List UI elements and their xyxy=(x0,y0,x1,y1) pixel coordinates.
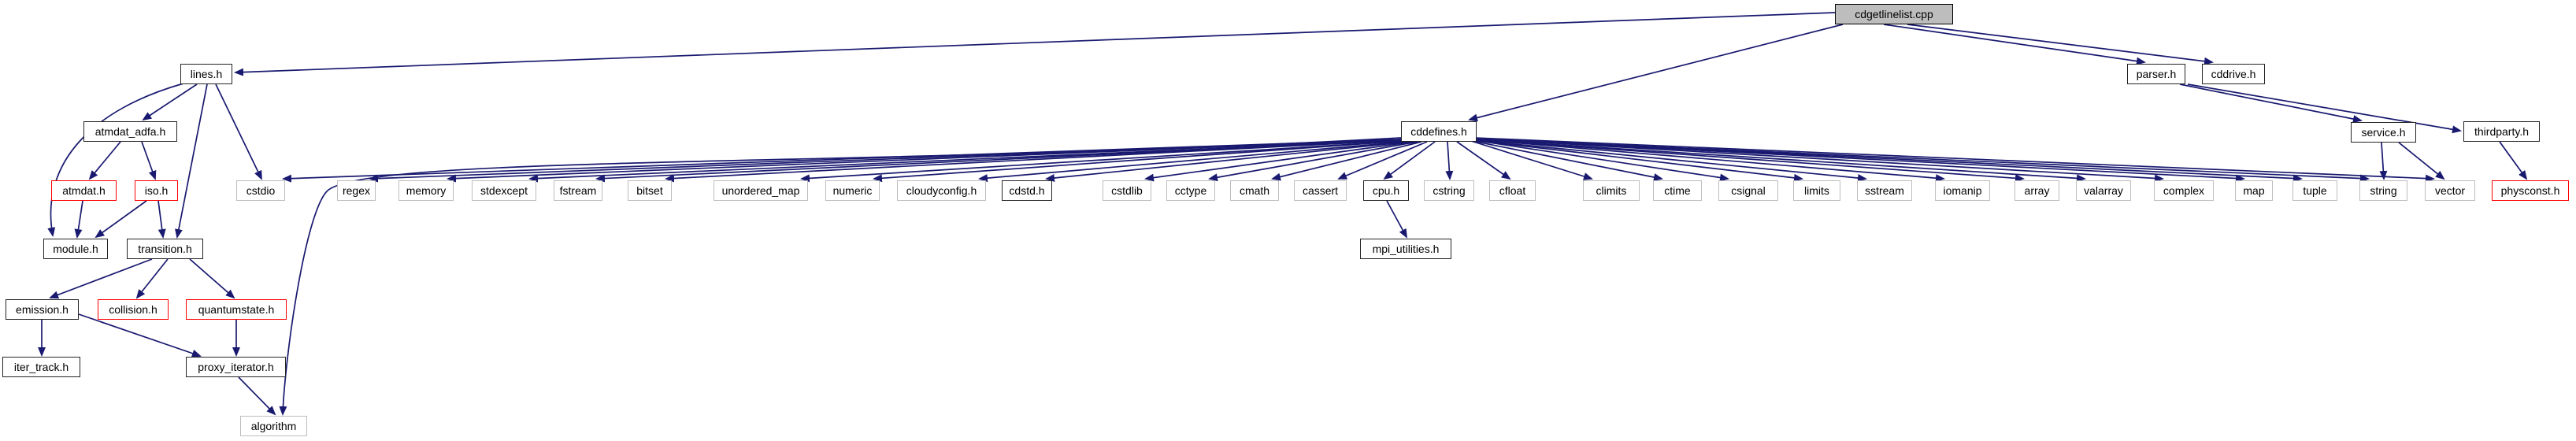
edge-cdgetlinelist-cpp-to-cddefines-h xyxy=(1468,24,1844,122)
graph-node-cctype[interactable]: cctype xyxy=(1166,180,1215,201)
graph-node-iso-h[interactable]: iso.h xyxy=(135,180,178,201)
edge-lines-h-to-transition-h xyxy=(175,83,208,239)
edge-service-h-to-string xyxy=(2379,142,2388,180)
edge-cddefines-h-to-valarray xyxy=(1473,139,2086,183)
edge-cddefines-h-to-limits xyxy=(1473,139,1803,182)
edge-cdgetlinelist-cpp-to-cddrive-h xyxy=(1907,24,2214,65)
graph-node-map[interactable]: map xyxy=(2235,180,2273,201)
graph-node-string[interactable]: string xyxy=(2359,180,2407,201)
edge-transition-h-to-quantumstate-h xyxy=(189,258,235,299)
edge-atmdat-h-to-module-h xyxy=(74,200,83,239)
graph-node-physconst-h[interactable]: physconst.h xyxy=(2492,180,2569,201)
edge-iso-h-to-transition-h xyxy=(158,200,166,239)
edge-thirdparty-h-to-physconst-h xyxy=(2499,141,2528,180)
edge-transition-h-to-emission-h xyxy=(49,258,153,299)
graph-node-cstring[interactable]: cstring xyxy=(1424,180,1474,201)
graph-node-stdexcept[interactable]: stdexcept xyxy=(472,180,536,201)
graph-node-algorithm[interactable]: algorithm xyxy=(240,416,307,436)
graph-node-iter_track-h[interactable]: iter_track.h xyxy=(2,357,80,377)
edge-cddefines-h-to-cctype xyxy=(1208,141,1418,182)
graph-node-complex[interactable]: complex xyxy=(2154,180,2214,201)
graph-node-tuple[interactable]: tuple xyxy=(2292,180,2337,201)
graph-node-module-h[interactable]: module.h xyxy=(43,239,108,259)
graph-node-memory[interactable]: memory xyxy=(398,180,454,201)
edge-cddefines-h-to-climits xyxy=(1470,140,1593,180)
edge-cddefines-h-to-complex xyxy=(1473,138,2164,183)
graph-node-cfloat[interactable]: cfloat xyxy=(1489,180,1536,201)
graph-node-emission-h[interactable]: emission.h xyxy=(6,299,79,320)
graph-node-mpi_utilities-h[interactable]: mpi_utilities.h xyxy=(1360,239,1451,259)
graph-node-cstdio[interactable]: cstdio xyxy=(236,180,285,201)
graph-node-proxy_iterator-h[interactable]: proxy_iterator.h xyxy=(186,357,286,377)
edge-cpu-h-to-mpi_utilities-h xyxy=(1386,200,1407,239)
graph-node-atmdat_adfa-h[interactable]: atmdat_adfa.h xyxy=(83,121,177,142)
edge-iso-h-to-module-h xyxy=(95,200,147,239)
graph-node-cdgetlinelist-cpp[interactable]: cdgetlinelist.cpp xyxy=(1835,4,1953,24)
edge-lines-h-to-atmdat_adfa-h xyxy=(142,83,198,121)
edge-cddefines-h-to-bitset xyxy=(665,139,1404,183)
graph-node-iomanip[interactable]: iomanip xyxy=(1935,180,1990,201)
graph-node-cmath[interactable]: cmath xyxy=(1230,180,1279,201)
graph-node-bitset[interactable]: bitset xyxy=(628,180,672,201)
graph-node-array[interactable]: array xyxy=(2014,180,2059,201)
edge-emission-h-to-proxy_iterator-h xyxy=(78,313,202,358)
edge-cddefines-h-to-unordered_map xyxy=(800,140,1405,183)
graph-node-fstream[interactable]: fstream xyxy=(554,180,602,201)
graph-node-csignal[interactable]: csignal xyxy=(1718,180,1778,201)
edge-cddefines-h-to-cdstd-h xyxy=(1045,141,1410,182)
graph-node-regex[interactable]: regex xyxy=(337,180,376,201)
graph-node-numeric[interactable]: numeric xyxy=(825,180,880,201)
graph-node-cdstd-h[interactable]: cdstd.h xyxy=(1002,180,1052,201)
graph-node-limits[interactable]: limits xyxy=(1793,180,1840,201)
edge-cddefines-h-to-ctime xyxy=(1472,140,1663,181)
edge-cddefines-h-to-cstdlib xyxy=(1144,141,1414,182)
graph-node-cpu-h[interactable]: cpu.h xyxy=(1363,180,1409,201)
graph-node-sstream[interactable]: sstream xyxy=(1857,180,1912,201)
edge-cddefines-h-to-vector xyxy=(1473,137,2435,183)
graph-node-cddefines-h[interactable]: cddefines.h xyxy=(1401,121,1477,142)
edge-lines-h-to-cstdio xyxy=(215,83,262,180)
edge-cddefines-h-to-cfloat xyxy=(1456,141,1511,180)
graph-node-cddrive-h[interactable]: cddrive.h xyxy=(2202,64,2265,84)
edge-cddefines-h-to-cmath xyxy=(1271,141,1422,181)
edge-cddefines-h-to-cstring xyxy=(1445,141,1454,180)
edge-cdgetlinelist-cpp-to-lines-h xyxy=(234,12,1836,76)
graph-node-thirdparty-h[interactable]: thirdparty.h xyxy=(2463,121,2540,142)
graph-node-climits[interactable]: climits xyxy=(1583,180,1640,201)
graph-node-cassert[interactable]: cassert xyxy=(1294,180,1347,201)
edge-parser-h-to-service-h xyxy=(2179,83,2363,123)
edge-transition-h-to-collision-h xyxy=(135,258,169,299)
edge-atmdat_adfa-h-to-iso-h xyxy=(141,141,157,180)
edge-cddefines-h-to-cloudyconfig-h xyxy=(978,141,1407,183)
edge-cddefines-h-to-cassert xyxy=(1337,141,1428,180)
graph-node-quantumstate-h[interactable]: quantumstate.h xyxy=(186,299,287,320)
graph-node-atmdat-h[interactable]: atmdat.h xyxy=(51,180,117,201)
graph-node-cstdlib[interactable]: cstdlib xyxy=(1103,180,1151,201)
edge-cddefines-h-to-iomanip xyxy=(1473,139,1945,183)
edge-service-h-to-vector xyxy=(2398,142,2445,180)
graph-node-cloudyconfig-h[interactable]: cloudyconfig.h xyxy=(897,180,986,201)
graph-node-valarray[interactable]: valarray xyxy=(2076,180,2131,201)
edge-proxy_iterator-h-to-algorithm xyxy=(238,376,276,416)
graph-node-unordered_map[interactable]: unordered_map xyxy=(713,180,808,201)
edge-cddefines-h-to-sstream xyxy=(1473,139,1867,182)
edge-lines-h-to-module-h xyxy=(47,83,184,237)
edge-parser-h-to-thirdparty-h xyxy=(2187,83,2462,134)
edge-cdgetlinelist-cpp-to-parser-h xyxy=(1883,24,2146,65)
graph-node-service-h[interactable]: service.h xyxy=(2351,122,2416,143)
graph-node-vector[interactable]: vector xyxy=(2425,180,2475,201)
graph-node-lines-h[interactable]: lines.h xyxy=(180,64,232,84)
edge-cddefines-h-to-string xyxy=(1473,138,2370,183)
graph-node-ctime[interactable]: ctime xyxy=(1653,180,1702,201)
edge-cddefines-h-to-csignal xyxy=(1473,139,1729,182)
edge-cddefines-h-to-numeric xyxy=(873,140,1405,183)
edge-atmdat_adfa-h-to-atmdat-h xyxy=(88,141,121,180)
edge-cddefines-h-to-memory xyxy=(447,139,1404,183)
graph-node-parser-h[interactable]: parser.h xyxy=(2127,64,2185,84)
edge-cddefines-h-to-cpu-h xyxy=(1383,141,1436,180)
graph-node-transition-h[interactable]: transition.h xyxy=(127,239,203,259)
graph-node-collision-h[interactable]: collision.h xyxy=(98,299,169,320)
